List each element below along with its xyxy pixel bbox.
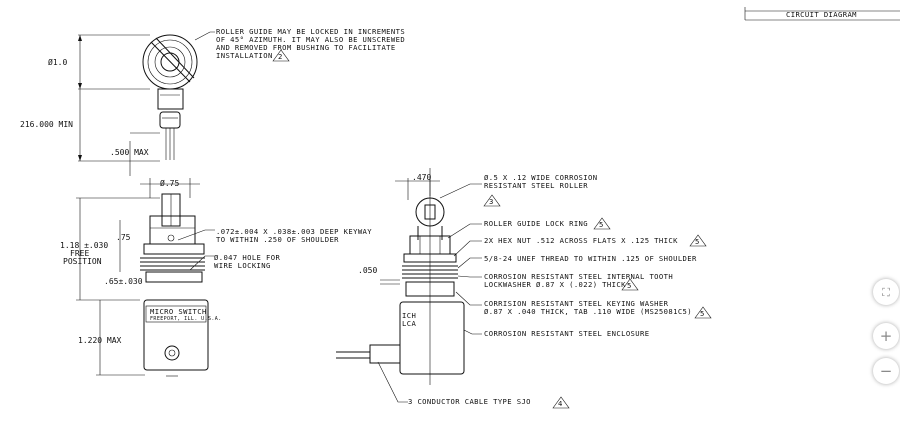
dim-75: .75	[116, 233, 131, 242]
dim-216-min: 216.000 MIN	[20, 120, 73, 129]
note-hole-1: Ø.047 HOLE FOR	[214, 253, 280, 262]
flag-5c: 5	[627, 281, 632, 290]
dim-diameter-75: Ø.75	[160, 178, 179, 188]
dim-free-3: POSITION	[63, 257, 102, 266]
plus-icon: +	[879, 326, 893, 345]
dim-free-2: FREE	[70, 249, 89, 258]
circuit-diagram-label: CIRCUIT DIAGRAM	[786, 10, 857, 19]
note-roller-guide-3: AND REMOVED FROM BUSHING TO FACILITATE	[216, 43, 396, 52]
dim-050: .050	[358, 266, 377, 275]
note-keyway-1: .072±.004 X .038±.003 DEEP KEYWAY	[216, 227, 372, 236]
side-label-1: ICH	[402, 311, 416, 320]
zoom-in-button[interactable]: +	[873, 323, 899, 349]
title-block-header: CIRCUIT DIAGRAM	[744, 7, 900, 21]
dim-470: .470	[412, 173, 431, 182]
note-lockwasher-2: LOCKWASHER Ø.87 X (.022) THICK	[484, 280, 626, 289]
dim-220-max: 1.220 MAX	[78, 336, 122, 345]
note-lockwasher-1: CORROSION RESISTANT STEEL INTERNAL TOOTH	[484, 272, 673, 281]
zoom-out-button[interactable]: −	[873, 358, 899, 384]
flag-5d: 5	[700, 309, 705, 318]
note-hex-nut: 2X HEX NUT .512 ACROSS FLATS X .125 THIC…	[484, 236, 678, 245]
note-keying-2: Ø.87 X .040 THICK, TAB .110 WIDE (MS2508…	[484, 307, 692, 316]
plate-line-2: FREEPORT, ILL. U.S.A.	[150, 316, 222, 322]
note-thread: 5/8-24 UNEF THREAD TO WITHIN .125 OF SHO…	[484, 254, 697, 263]
note-keying-1: CORRISION RESISTANT STEEL KEYING WASHER	[484, 299, 669, 308]
flag-2: 2	[278, 52, 283, 61]
note-roller-guide-2: OF 45° AZIMUTH. IT MAY ALSO BE UNSCREWED	[216, 35, 405, 44]
side-view: .470 ICH LCA .050 Ø.5 X .12 WIDE CORROSI…	[336, 168, 712, 409]
fit-screen-icon: ⛶	[882, 285, 890, 299]
note-enclosure: CORROSION RESISTANT STEEL ENCLOSURE	[484, 329, 649, 338]
fit-to-page-button[interactable]: ⛶	[873, 279, 899, 305]
note-roller-guide-4: INSTALLATION	[216, 51, 273, 60]
top-view: Ø1.0 216.000 MIN .500 MAX ROLLER GUIDE M…	[20, 27, 405, 176]
flag-5b: 5	[695, 237, 700, 246]
note-lock-ring: ROLLER GUIDE LOCK RING	[484, 219, 588, 228]
dim-65: .65±.030	[104, 277, 143, 286]
side-label-2: LCA	[402, 319, 416, 328]
plate-line-1: MICRO SWITCH	[150, 307, 207, 316]
minus-icon: −	[879, 361, 893, 380]
note-roller-2: RESISTANT STEEL ROLLER	[484, 181, 588, 190]
note-cable: 3 CONDUCTOR CABLE TYPE SJO	[408, 397, 531, 406]
note-roller-guide-1: ROLLER GUIDE MAY BE LOCKED IN INCREMENTS	[216, 27, 405, 36]
note-roller-1: Ø.5 X .12 WIDE CORROSION	[484, 173, 597, 182]
flag-4: 4	[558, 399, 563, 408]
dim-diameter-1: Ø1.0	[48, 57, 67, 67]
front-view: Ø.75 MICRO SWITCH FREEPORT, ILL. U.S.A. …	[60, 178, 372, 377]
dim-500-max: .500 MAX	[110, 148, 149, 157]
note-hole-2: WIRE LOCKING	[214, 261, 271, 270]
dim-free-1: 1.18 ±.030	[60, 241, 108, 250]
flag-3: 3	[489, 197, 494, 206]
note-keyway-2: TO WITHIN .250 OF SHOULDER	[216, 235, 339, 244]
flag-5a: 5	[599, 220, 604, 229]
